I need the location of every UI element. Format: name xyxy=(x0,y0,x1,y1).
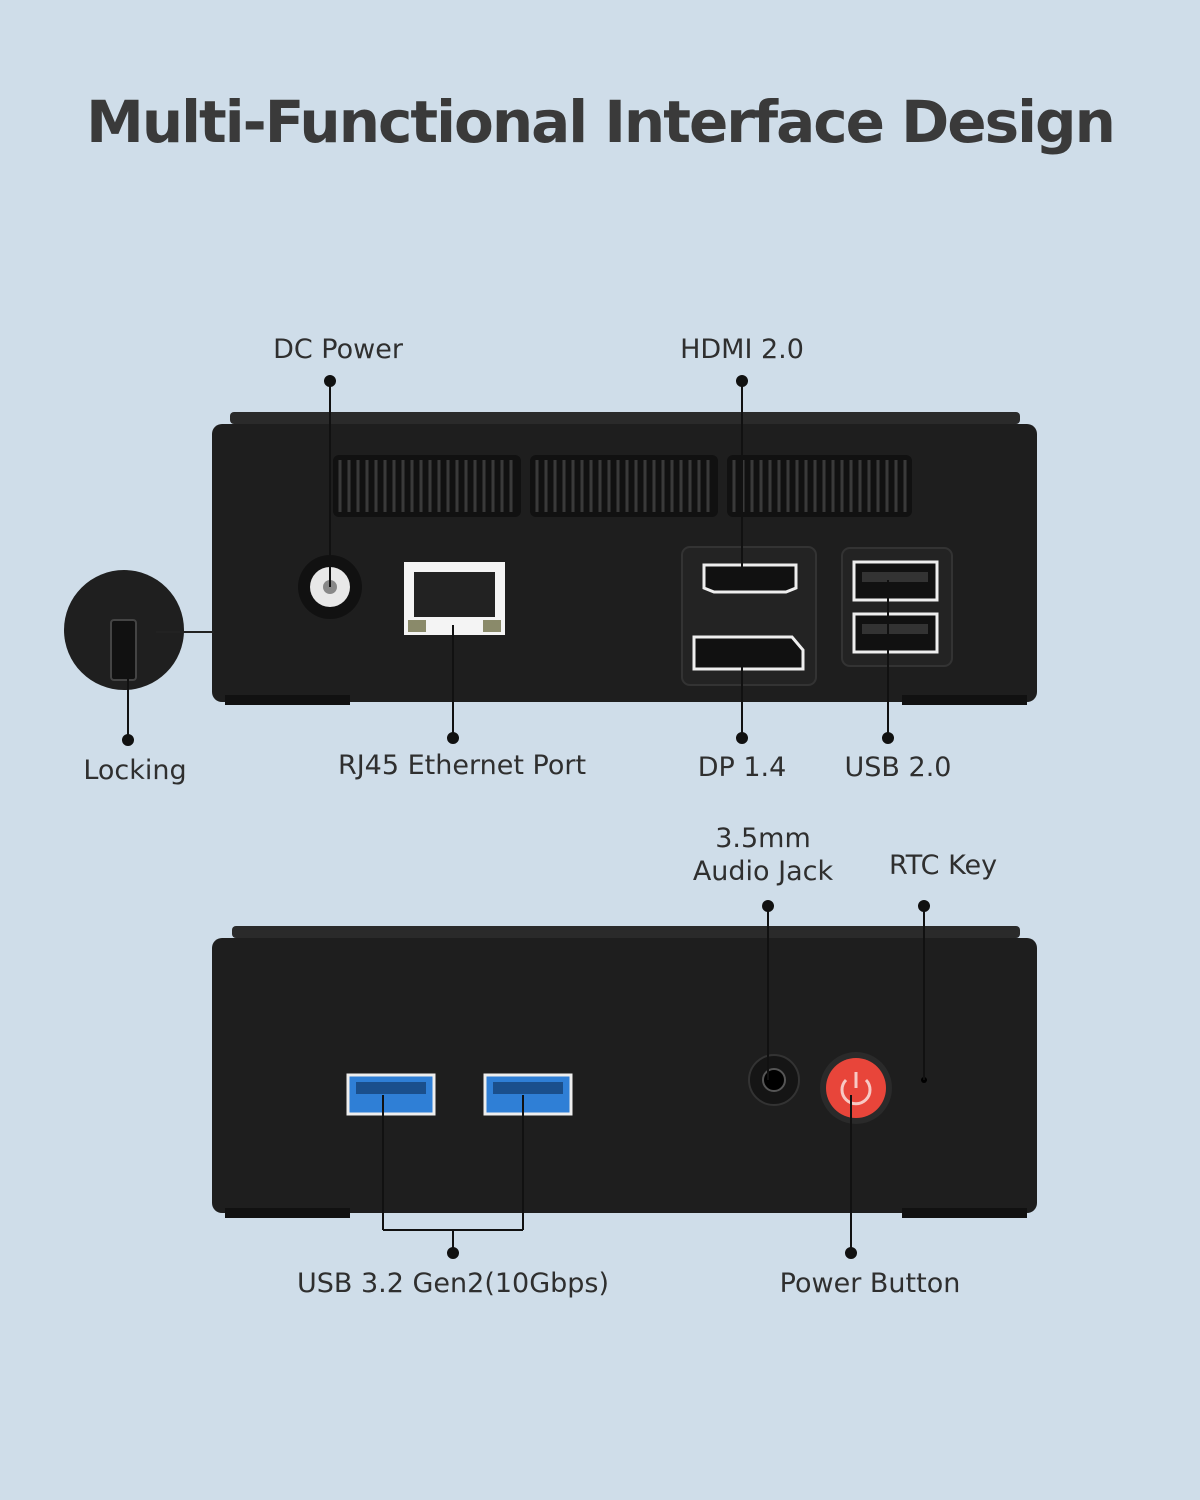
rear-callouts xyxy=(122,375,894,746)
label-audio-line2: Audio Jack xyxy=(692,856,834,887)
dp-port xyxy=(692,635,805,671)
usb3-ports xyxy=(346,1073,573,1116)
label-dp: DP 1.4 xyxy=(697,752,787,783)
usb2-ports xyxy=(852,560,939,654)
rj45-port xyxy=(404,562,505,635)
label-dc-power: DC Power xyxy=(273,334,403,365)
label-usb32: USB 3.2 Gen2(10Gbps) xyxy=(296,1268,610,1299)
lock-slot-zoom xyxy=(64,570,214,690)
hdmi-port xyxy=(702,563,798,594)
audio-jack xyxy=(748,1054,800,1106)
front-callouts xyxy=(382,900,930,1259)
label-rj45: RJ45 Ethernet Port xyxy=(337,750,587,781)
label-locking: Locking xyxy=(83,755,187,786)
front-panel xyxy=(212,926,1037,1218)
label-rtc: RTC Key xyxy=(888,850,998,881)
rear-panel xyxy=(64,412,1037,705)
vent-grille xyxy=(333,455,912,517)
label-power-button: Power Button xyxy=(779,1268,961,1299)
label-hdmi: HDMI 2.0 xyxy=(680,334,804,365)
label-usb2: USB 2.0 xyxy=(844,752,952,783)
label-audio-line1: 3.5mm xyxy=(715,823,811,854)
power-button xyxy=(820,1052,892,1124)
page-title: Multi-Functional Interface Design xyxy=(86,88,1116,156)
